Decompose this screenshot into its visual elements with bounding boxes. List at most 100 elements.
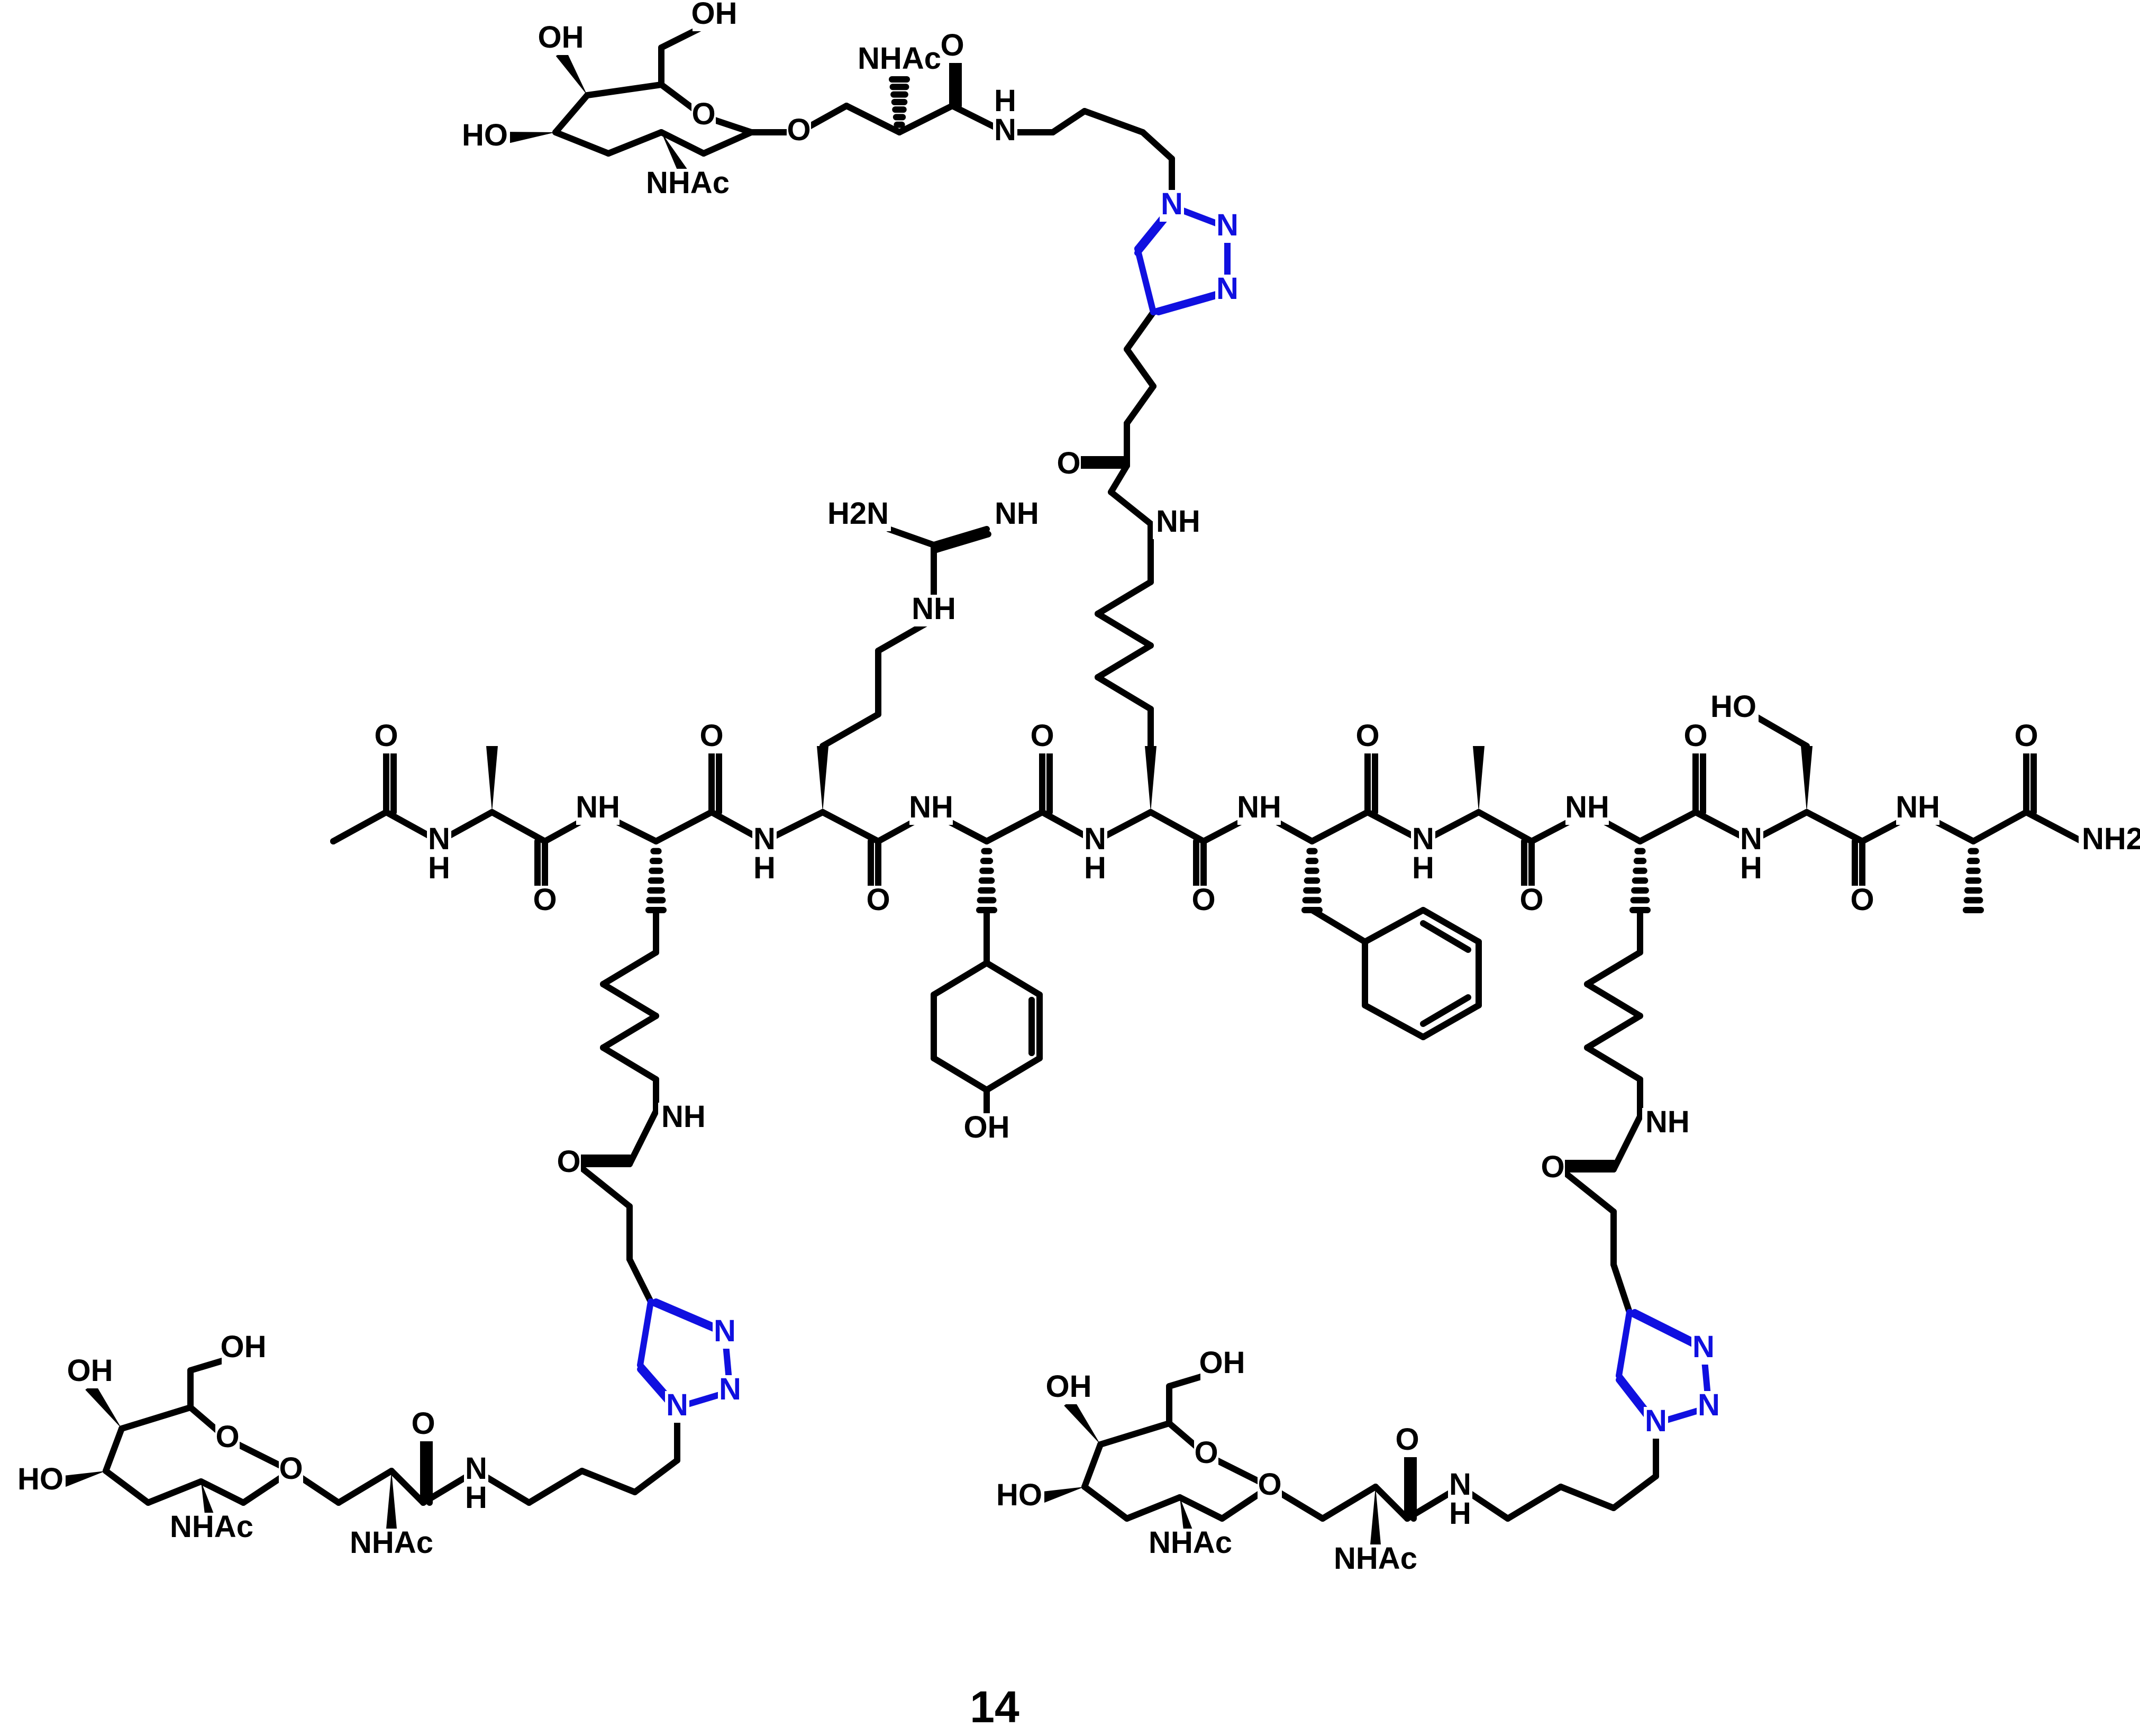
label-mask	[427, 854, 451, 886]
galnac-ring	[1081, 1441, 1104, 1490]
amide-n: N	[428, 822, 450, 856]
label-mask	[22, 1465, 66, 1497]
label-mask	[1565, 793, 1609, 825]
label-mask	[1030, 722, 1054, 753]
arg-cnh2-bond	[886, 526, 937, 548]
label-mask	[1448, 1499, 1472, 1531]
serine-carbonyl-o: O	[940, 28, 964, 62]
label-mask	[965, 1113, 1008, 1145]
amide-h: H	[1412, 851, 1434, 885]
sugar-ho: HO	[996, 1478, 1042, 1512]
lys2-chain	[1095, 579, 1154, 617]
linker-chain	[1558, 1166, 1617, 1215]
linker-chain	[1108, 489, 1154, 527]
propyl-linker	[1558, 1484, 1617, 1511]
label-mask	[752, 825, 777, 857]
linker-carbonyl-o: O	[1541, 1150, 1564, 1184]
sugar-nhac: NHAc	[646, 166, 730, 200]
sugar-oh: OH	[1046, 1369, 1092, 1404]
label-mask	[912, 595, 955, 626]
linker-chain	[1124, 383, 1156, 426]
backbone-bond	[1637, 809, 1699, 844]
serine-stereo	[386, 1471, 397, 1534]
carbonyl-o: O	[1519, 883, 1543, 917]
label-mask	[411, 1410, 435, 1441]
sugar-nhac: NHAc	[1149, 1525, 1232, 1560]
label-mask	[1083, 825, 1107, 857]
label-mask	[1150, 1529, 1231, 1560]
serine-amide-h: H	[465, 1480, 487, 1515]
label-mask	[576, 793, 620, 825]
propyl-linker	[526, 1468, 585, 1506]
lys3-amide-nh: NH	[1645, 1105, 1690, 1139]
label-mask	[752, 854, 777, 886]
label-mask	[993, 87, 1017, 119]
amide-n: N	[1084, 822, 1106, 856]
serine-amide-n: N	[1449, 1467, 1471, 1502]
label-mask	[859, 44, 940, 76]
label-mask	[691, 100, 716, 132]
acetyl-bond	[330, 809, 389, 844]
glycosidic-o: O	[279, 1451, 303, 1486]
triazole-n3: N	[1692, 1330, 1715, 1364]
triazole-ring	[637, 1298, 654, 1368]
label-mask	[464, 1455, 488, 1486]
backbone-bond	[653, 809, 715, 844]
tyr-ring	[984, 1055, 1043, 1093]
linker-chain	[1610, 1261, 1633, 1315]
label-mask	[1215, 211, 1240, 243]
label-mask	[1047, 1373, 1090, 1404]
phe-ring-inner	[1420, 920, 1471, 953]
backbone-bond	[1970, 809, 2029, 844]
tyrosine-hydroxyl: OH	[964, 1110, 1010, 1144]
sugar-wedge	[1041, 1487, 1085, 1503]
label-mask	[665, 1391, 689, 1423]
sugar-oh: OH	[67, 1353, 113, 1388]
label-mask	[828, 499, 891, 531]
ser-sidechain-wedge	[1801, 746, 1813, 812]
lys2-sidechain-wedge	[1145, 746, 1156, 812]
phe-ring	[1362, 907, 1426, 945]
serine-stereo	[1370, 1487, 1381, 1550]
triazole-n2: N	[1698, 1388, 1720, 1422]
amide-h: H	[428, 851, 450, 885]
arg-sidechain-wedge	[817, 746, 828, 812]
amide-h: H	[753, 851, 776, 885]
label-mask	[1237, 793, 1281, 825]
label-mask	[1335, 1544, 1416, 1576]
sugar-wedge	[85, 1383, 122, 1429]
label-mask	[1644, 1407, 1668, 1439]
label-mask	[2014, 722, 2038, 753]
linker-chain	[573, 1161, 633, 1210]
label-mask	[222, 1333, 265, 1365]
label-mask	[1215, 275, 1240, 306]
label-mask	[909, 793, 953, 825]
label-mask	[464, 1484, 488, 1515]
serine-linker	[843, 103, 903, 135]
label-mask	[718, 1375, 742, 1407]
label-mask	[351, 1529, 432, 1560]
lys3-chain	[1584, 1013, 1643, 1051]
sugar-oh: OH	[221, 1330, 267, 1364]
label-mask	[1850, 886, 1874, 917]
arg-cnh-double	[932, 531, 991, 553]
phe-ring-inner	[1420, 994, 1471, 1027]
serine-linker	[388, 1468, 426, 1506]
serine-nhac: NHAc	[350, 1525, 433, 1560]
arg-cnh-double	[931, 526, 990, 548]
linker-chain	[626, 1108, 659, 1167]
carbonyl-o: O	[2014, 719, 2038, 753]
c-terminal-nh2: NH2	[2082, 822, 2140, 856]
sugar-oh: OH	[691, 0, 737, 31]
amide-n: N	[753, 822, 776, 856]
label-mask	[1519, 886, 1544, 917]
label-mask	[1191, 886, 1216, 917]
label-mask	[279, 1455, 303, 1486]
amide-nh: NH	[909, 790, 953, 824]
tyr-ring	[931, 960, 990, 998]
serine-nhac: NHAc	[1334, 1541, 1417, 1576]
triazole-n1: N	[1161, 187, 1183, 221]
propyl-linker	[1081, 108, 1146, 135]
amide-n: N	[1740, 822, 1762, 856]
phe-ch2	[1309, 907, 1368, 945]
